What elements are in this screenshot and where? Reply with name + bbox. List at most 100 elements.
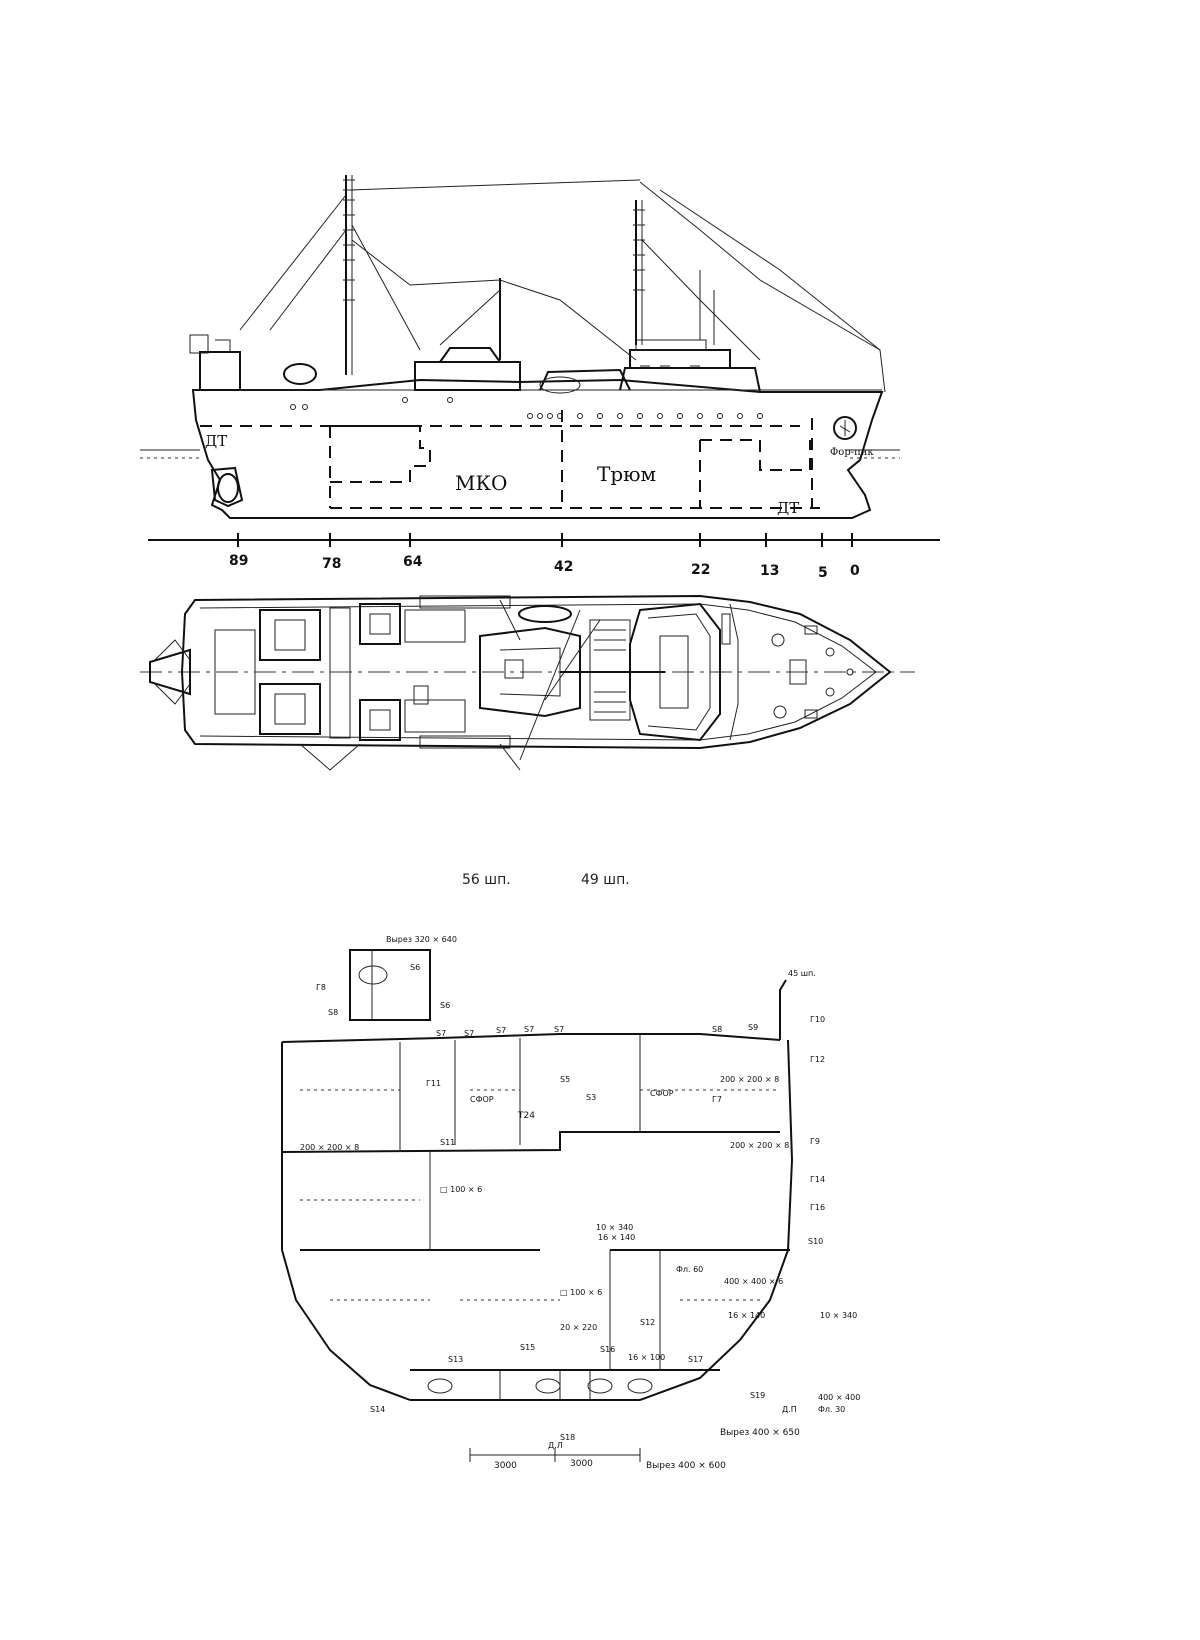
plan-bulwark-inner <box>199 603 877 741</box>
tank-fore <box>700 439 811 471</box>
section-label: S8 <box>328 1008 338 1017</box>
section-caption-left: 56 шп. <box>462 872 511 888</box>
frame-label: 89 <box>229 553 248 569</box>
plan-hatch-oval <box>518 605 572 623</box>
section-label: S13 <box>448 1355 463 1364</box>
section-plate-note: □ 100 × 6 <box>560 1288 602 1297</box>
section-label: S7 <box>524 1025 534 1034</box>
anchor-icon <box>833 416 857 440</box>
section-label: S9 <box>748 1023 758 1032</box>
section-deck-label: СФОР <box>470 1095 494 1104</box>
midship-section: Вырез 320 × 640 3000 3000 Вырез 400 × 60… <box>281 935 860 1471</box>
stern-gantry-frame <box>154 639 191 705</box>
plan-forecastle-inner <box>647 613 711 731</box>
fore-mast-wire <box>641 239 761 361</box>
section-label: S14 <box>370 1405 385 1414</box>
frame-label: 22 <box>691 562 710 578</box>
section-label: S8 <box>712 1025 722 1034</box>
forecastle-deckhouse <box>619 367 761 393</box>
section-cutout-top <box>358 965 388 985</box>
frame-scale: 89 78 64 42 22 13 5 0 <box>148 533 940 581</box>
fore-mast-rungs <box>633 209 645 291</box>
section-deck-label: СФОР <box>650 1089 674 1098</box>
section-deck-label: Т24 <box>517 1111 535 1121</box>
plan-forecastle <box>629 602 721 742</box>
section-cutout-keel-label: Вырез 400 × 600 <box>646 1461 726 1471</box>
ship-side-profile: ДТ МКО Трюм ДТ Фор-пик <box>140 175 900 519</box>
floor-hole <box>587 1378 613 1394</box>
section-label: Д.Л <box>548 1441 563 1450</box>
fore-stay <box>639 181 886 393</box>
section-label: Д.П <box>782 1405 797 1414</box>
frame-label: 13 <box>760 563 779 579</box>
section-label: S6 <box>440 1001 450 1010</box>
section-label: S16 <box>600 1345 615 1354</box>
aft-gantry-block <box>189 334 209 354</box>
superstructure <box>189 334 761 394</box>
plan-bow-outer <box>729 603 739 741</box>
section-dim-left: 3000 <box>494 1461 517 1471</box>
fore-stay-2 <box>659 189 881 351</box>
section-label: S18 <box>560 1433 575 1442</box>
mast-stay-top <box>349 179 641 191</box>
hatch-cover <box>539 376 581 394</box>
bulkhead-64 <box>409 426 431 482</box>
section-label: S12 <box>640 1318 655 1327</box>
label-hold: Трюм <box>597 462 656 486</box>
plan-outriggers <box>299 743 521 771</box>
section-label: Г14 <box>810 1175 825 1184</box>
mast-derrick-wire <box>351 224 421 351</box>
section-label: Г10 <box>810 1015 825 1024</box>
section-label: S3 <box>586 1093 596 1102</box>
ship-plan-view <box>140 594 915 771</box>
triatic-stay <box>351 239 501 286</box>
rudder <box>210 466 244 508</box>
section-label: S7 <box>554 1025 564 1034</box>
plan-winch-block <box>504 659 524 679</box>
floor-hole <box>535 1378 561 1394</box>
section-label: S5 <box>560 1075 570 1084</box>
frame-label: 0 <box>850 563 860 579</box>
floor-hole <box>427 1378 453 1394</box>
aft-backstay <box>239 194 347 331</box>
bridge-deck <box>629 349 731 369</box>
anchor-icon-mark <box>839 420 851 436</box>
wheelhouse <box>635 339 707 351</box>
section-hatched-members <box>300 1089 780 1301</box>
section-label: Г7 <box>712 1095 722 1104</box>
section-plate-note: 20 × 220 <box>560 1323 597 1332</box>
section-label: Г12 <box>810 1055 825 1064</box>
frame-label: 64 <box>403 554 423 570</box>
section-label: S6 <box>410 963 420 972</box>
section-label: S17 <box>688 1355 703 1364</box>
section-label: S19 <box>750 1391 765 1400</box>
plan-bow-fittings <box>771 625 854 719</box>
net-hold-hatch <box>539 368 631 391</box>
section-plate-note: 200 × 200 × 8 <box>720 1075 779 1084</box>
section-plate-note: □ 100 × 6 <box>440 1185 482 1194</box>
section-dimension-line <box>469 1448 641 1462</box>
frame-label: 78 <box>322 556 341 572</box>
plan-capstan-base <box>659 635 689 709</box>
stern-gantry <box>149 648 191 696</box>
aft-mast-rungs <box>343 179 355 301</box>
hull-outline <box>191 378 884 519</box>
label-fore-tank: ДТ <box>777 499 799 517</box>
label-forepeak: Фор-пик <box>830 447 874 458</box>
propeller-icon <box>217 473 239 503</box>
section-bulwark <box>779 979 787 1040</box>
trawl-drum <box>283 363 317 385</box>
section-label: S7 <box>464 1029 474 1038</box>
aft-winch-house <box>199 351 241 391</box>
section-plate-note: 16 × 140 <box>598 1233 635 1242</box>
winch-housing <box>439 347 501 363</box>
section-misc-note: 400 × 400 <box>818 1393 860 1402</box>
section-dim-right: 3000 <box>570 1459 593 1469</box>
section-label: S11 <box>440 1138 455 1147</box>
section-plate-note: 16 × 140 <box>728 1311 765 1320</box>
plan-ladder <box>721 613 731 645</box>
section-misc-note: Фл. 30 <box>818 1405 845 1414</box>
section-label: Г16 <box>810 1203 825 1212</box>
section-label: S15 <box>520 1343 535 1352</box>
section-plate-note: 200 × 200 × 8 <box>730 1141 789 1150</box>
